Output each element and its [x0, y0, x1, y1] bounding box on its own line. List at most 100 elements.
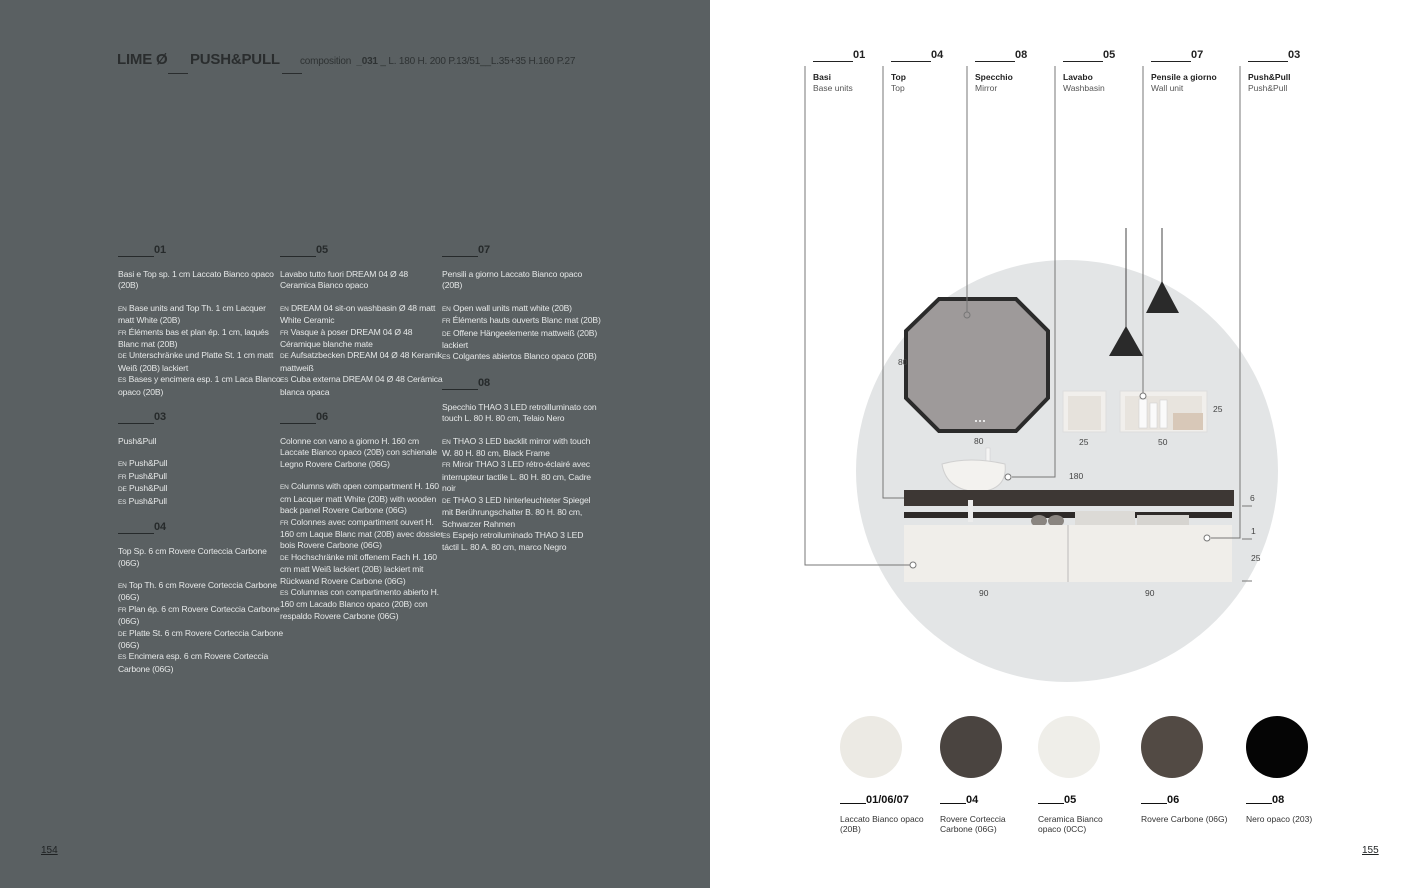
translation: ES Espejo retroiluminado THAO 3 LED táct…	[442, 529, 584, 553]
translation: FR Plan ép. 6 cm Rovere Corteccia Carbon…	[118, 603, 280, 627]
translation: DE Unterschränke und Platte St. 1 cm mat…	[118, 350, 274, 373]
language-code: EN	[280, 484, 289, 492]
italian-description: Basi e Top sp. 1 cm Laccato Bianco opaco…	[118, 269, 274, 291]
model-title: PUSH&PULL	[190, 51, 280, 68]
italian-description: Push&Pull	[118, 436, 157, 447]
dim-gap: 1	[1251, 526, 1256, 536]
finish-swatch	[1038, 716, 1100, 778]
translation: EN Open wall units matt white (20B)	[442, 302, 572, 313]
italian-description: Colonne con vano a giorno H. 160 cm Lacc…	[280, 436, 437, 469]
language-code: ES	[118, 377, 127, 385]
language-code: EN	[118, 305, 127, 313]
dim-mirror-height: 80	[898, 357, 908, 367]
translation: ES Push&Pull	[118, 495, 167, 506]
translation: DE Offene Hängeelemente mattweiß (20B) l…	[442, 327, 598, 351]
italian-description: Top Sp. 6 cm Rovere Corteccia Carbone (0…	[118, 546, 267, 568]
translation: FR Push&Pull	[118, 470, 167, 481]
dim-base1-width: 90	[979, 588, 989, 598]
language-code: ES	[118, 498, 127, 506]
language-code: DE	[118, 630, 127, 638]
translation: DE Aufsatzbecken DREAM 04 Ø 48 Keramik m…	[280, 350, 442, 373]
language-code: FR	[118, 606, 127, 614]
dim-shelf-height: 25	[1213, 404, 1223, 414]
translation: ES Bases y encimera esp. 1 cm Laca Blanc…	[118, 374, 281, 397]
language-code: FR	[118, 329, 127, 337]
translation: DE Platte St. 6 cm Rovere Corteccia Carb…	[118, 627, 283, 650]
language-code: ES	[280, 589, 289, 597]
brand-title: LIME Ø	[117, 51, 168, 68]
composition-info: composition _031 _ L. 180 H. 200 P.13/51…	[300, 56, 576, 67]
translation: EN THAO 3 LED backlit mirror with touch …	[442, 435, 591, 459]
washbasin-icon	[941, 459, 1006, 493]
dim-shelf-small-width: 25	[1079, 437, 1089, 447]
language-code: DE	[118, 353, 127, 361]
language-code: EN	[442, 438, 451, 446]
translation: EN Columns with open compartment H. 160 …	[280, 481, 439, 516]
left-page: LIME Ø PUSH&PULL composition _031 _ L. 1…	[0, 0, 710, 888]
dim-top-thickness: 6	[1250, 493, 1255, 503]
translation: FR Miroir THAO 3 LED rétro-éclairé avec …	[442, 459, 591, 494]
language-code: DE	[280, 554, 289, 562]
dim-top-width: 180	[1069, 471, 1084, 481]
section-number: 03	[118, 411, 283, 425]
countertop	[904, 490, 1234, 506]
italian-description: Lavabo tutto fuori DREAM 04 Ø 48 Ceramic…	[280, 269, 408, 291]
translation: EN Top Th. 6 cm Rovere Corteccia Carbone…	[118, 579, 277, 603]
language-code: DE	[118, 486, 127, 494]
translation: EN DREAM 04 sit-on washbasin Ø 48 matt W…	[280, 302, 436, 326]
translation: ES Columnas con compartimento abierto H.…	[280, 586, 439, 621]
language-code: EN	[118, 461, 127, 469]
language-code: FR	[280, 329, 289, 337]
dim-mirror-width: 80	[974, 436, 984, 446]
dim-base2-width: 90	[1145, 588, 1155, 598]
italian-description: Pensili a giorno Laccato Bianco opaco (2…	[442, 269, 583, 291]
finish-swatch	[840, 716, 902, 778]
translation: FR Vasque à poser DREAM 04 Ø 48 Céramiqu…	[280, 326, 413, 350]
finish-swatch	[940, 716, 1002, 778]
language-code: ES	[442, 532, 451, 540]
translation: DE Push&Pull	[118, 483, 168, 494]
language-code: EN	[442, 305, 451, 313]
italian-description: Specchio THAO 3 LED retroilluminato con …	[442, 401, 597, 424]
mirror-icon	[904, 297, 1050, 433]
language-code: FR	[442, 318, 451, 326]
translation: ES Colgantes abiertos Blanco opaco (20B)	[442, 351, 597, 362]
page-number-left: 154	[41, 845, 58, 856]
language-code: DE	[280, 353, 289, 361]
language-code: EN	[118, 582, 127, 590]
translation: ES Cuba externa DREAM 04 Ø 48 Cerámica b…	[280, 374, 443, 397]
language-code: DE	[442, 497, 451, 505]
language-code: ES	[118, 654, 127, 662]
dim-base-height: 25	[1251, 553, 1261, 563]
translation: DE THAO 3 LED hinterleuchteter Spiegel m…	[442, 494, 591, 529]
pendant-lamp-icon	[1146, 281, 1179, 313]
section-number: 05	[280, 244, 445, 258]
dim-shelf-large-width: 50	[1158, 437, 1168, 447]
language-code: ES	[442, 354, 451, 362]
composition-illustration	[804, 66, 1252, 582]
language-code: DE	[442, 330, 451, 338]
language-code: FR	[118, 473, 127, 481]
section-number: 07	[442, 244, 602, 258]
language-code: ES	[280, 377, 289, 385]
pendant-lamp-icon	[1109, 326, 1143, 356]
language-code: FR	[442, 462, 451, 470]
finish-swatch	[1141, 716, 1203, 778]
translation: ES Encimera esp. 6 cm Rovere Corteccia C…	[118, 651, 269, 674]
